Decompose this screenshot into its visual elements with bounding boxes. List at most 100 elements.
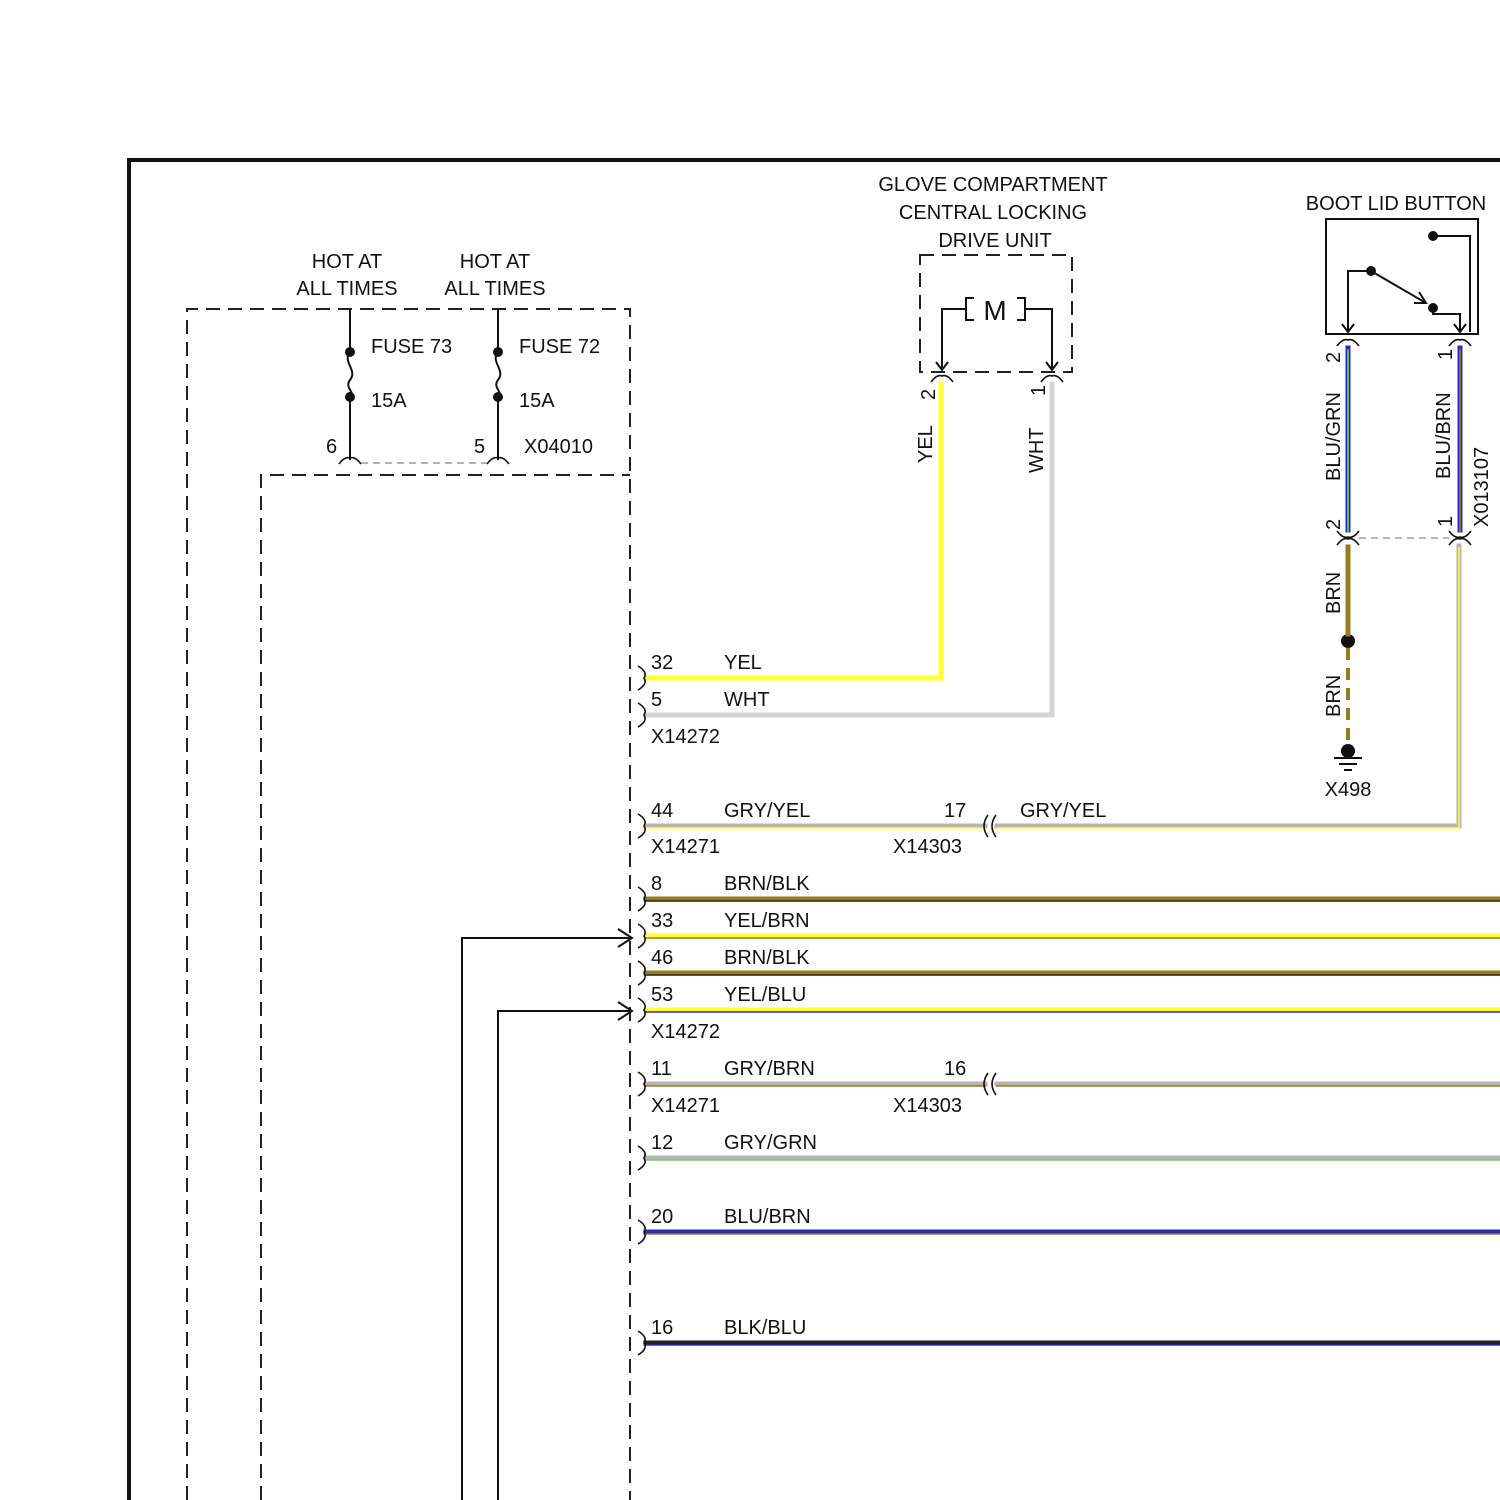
wire-16-gry-brn (997, 1084, 1500, 1086)
pin-20-label: 20 (651, 1206, 673, 1228)
x14303-pin-17-label: 17 (944, 800, 966, 822)
terminal-pin-12 (638, 1146, 645, 1170)
wire-44-gry-yel (646, 826, 985, 828)
wire-46-brn-blk (646, 973, 1500, 975)
terminal-pin-44 (638, 814, 645, 838)
ground-icon (1334, 744, 1362, 770)
hot-at-all-times-label-right-2: ALL TIMES (444, 278, 545, 300)
arrow-to-pin-53 (498, 1011, 630, 1500)
arrow-to-pin-33 (462, 938, 630, 1500)
boot-lid-button: BOOT LID BUTTON 2 1 BLU/GRN BLU/BRN X013… (1306, 193, 1493, 801)
x013107-pin-2-label: 2 (1323, 519, 1345, 530)
boot-pin-2-label: 2 (1323, 352, 1345, 363)
glove-wire-yel-label: YEL (915, 425, 937, 463)
terminal-pin-5 (638, 703, 645, 727)
wire-17-color-label: GRY/YEL (1020, 800, 1106, 822)
hot-at-all-times-label-left: HOT AT (312, 251, 382, 273)
terminal-pin-46 (638, 961, 645, 985)
connector-x14272-label-b: X14272 (651, 1021, 720, 1043)
boot-wire-blu-grn-label: BLU/GRN (1323, 392, 1345, 481)
wire-8-brn-blk (646, 899, 1500, 901)
hot-at-all-times-label-right: HOT AT (460, 251, 530, 273)
wire-46-color-label: BRN/BLK (724, 947, 810, 969)
x013107-pin-1-label: 1 (1435, 516, 1457, 527)
wire-16-color-label: BLK/BLU (724, 1317, 806, 1339)
fuse-box-outline (187, 309, 630, 1500)
wire-20-color-label: BLU/BRN (724, 1206, 811, 1228)
terminal-pin-11 (638, 1072, 645, 1096)
terminal-pin-20 (638, 1220, 645, 1244)
wire-8-color-label: BRN/BLK (724, 873, 810, 895)
pin-46-label: 46 (651, 947, 673, 969)
connector-x14303-label-b: X14303 (893, 1095, 962, 1117)
glove-compartment-drive-unit: GLOVE COMPARTMENT CENTRAL LOCKING DRIVE … (878, 174, 1107, 473)
wire-44-color-label: GRY/YEL (724, 800, 810, 822)
wire-16-blk-blu (646, 1343, 1500, 1345)
page-frame (129, 160, 1500, 1500)
wire-32-color-label: YEL (724, 652, 762, 674)
fuse-73-label: FUSE 73 (371, 336, 452, 358)
fuse-73-pin: 6 (326, 436, 337, 458)
glove-title-line-2: CENTRAL LOCKING (899, 202, 1087, 224)
fuse-72-label: FUSE 72 (519, 336, 600, 358)
pin-12-label: 12 (651, 1132, 673, 1154)
boot-pin-1-connector (1449, 340, 1471, 346)
glove-pin-2-label: 2 (918, 389, 940, 400)
boot-pin-2-connector (1337, 340, 1359, 346)
wire-53-color-label: YEL/BLU (724, 984, 806, 1006)
boot-lid-title: BOOT LID BUTTON (1306, 193, 1486, 215)
wire-layer (646, 348, 1500, 1345)
pin-11-label: 11 (651, 1058, 672, 1080)
glove-title-line-3: DRIVE UNIT (938, 230, 1051, 252)
connector-x14272-label-a: X14272 (651, 726, 720, 748)
fuse-73-rating: 15A (371, 390, 407, 412)
pin-32-label: 32 (651, 652, 673, 674)
wire-12-color-label: GRY/GRN (724, 1132, 817, 1154)
terminal-pin-32 (638, 666, 645, 690)
wire-20-blu-brn (646, 1232, 1500, 1234)
glove-wire-wht-label: WHT (1026, 427, 1048, 473)
wire-5-color-label: WHT (724, 689, 770, 711)
x013107-connector-label: X013107 (1471, 447, 1493, 527)
connector-x14271-label-a: X14271 (651, 836, 720, 858)
fuse-73 (339, 309, 361, 464)
fuse-72-pin: 5 (474, 436, 485, 458)
glove-pin-1-label: 1 (1028, 385, 1050, 396)
motor-label: M (983, 295, 1006, 326)
terminal-pin-16 (638, 1331, 645, 1355)
wire-33-color-label: YEL/BRN (724, 910, 810, 932)
fuse-box: HOT AT ALL TIMES HOT AT ALL TIMES FUSE 7… (187, 251, 632, 1500)
fuse-72 (487, 309, 509, 464)
module-terminals (638, 666, 645, 1355)
connector-x14303-label-a: X14303 (893, 836, 962, 858)
pin-33-label: 33 (651, 910, 673, 932)
x498-ground-label: X498 (1325, 779, 1372, 801)
motor-symbol: M (936, 295, 1058, 370)
wire-12-gry-grn (646, 1158, 1500, 1160)
x04010-connector-label: X04010 (524, 436, 593, 458)
terminal-pin-53 (638, 998, 645, 1022)
x14303-pin-16-label: 16 (944, 1058, 966, 1080)
fuse-box-inner-outline (261, 475, 630, 1500)
terminal-pin-8 (638, 887, 645, 911)
boot-wire-blu-brn-label: BLU/BRN (1433, 392, 1455, 479)
pin-16-label: 16 (651, 1317, 673, 1339)
wire-32-yel (646, 384, 941, 678)
x013107-connector-2 (1337, 531, 1359, 545)
pin-44-label: 44 (651, 800, 673, 822)
pin-5-label: 5 (651, 689, 662, 711)
glove-pin-2-connector (931, 376, 953, 382)
wire-11-gry-brn (646, 1084, 985, 1086)
module-connector-rows: 32 YEL 5 WHT X14272 44 GRY/YEL X14271 17… (651, 652, 1106, 1339)
hot-at-all-times-label-left-2: ALL TIMES (296, 278, 397, 300)
connector-x14271-label-b: X14271 (651, 1095, 720, 1117)
terminal-pin-33 (638, 924, 645, 948)
ground-wire-brn-upper-label: BRN (1323, 572, 1345, 614)
wire-17-gry-yel (997, 546, 1459, 828)
glove-title-line-1: GLOVE COMPARTMENT (878, 174, 1107, 196)
x013107-connector-1 (1449, 531, 1471, 545)
wire-5-wht (646, 384, 1052, 715)
ground-wire-brn-lower-label: BRN (1323, 675, 1345, 717)
wire-53-yel-blu (646, 1010, 1500, 1012)
